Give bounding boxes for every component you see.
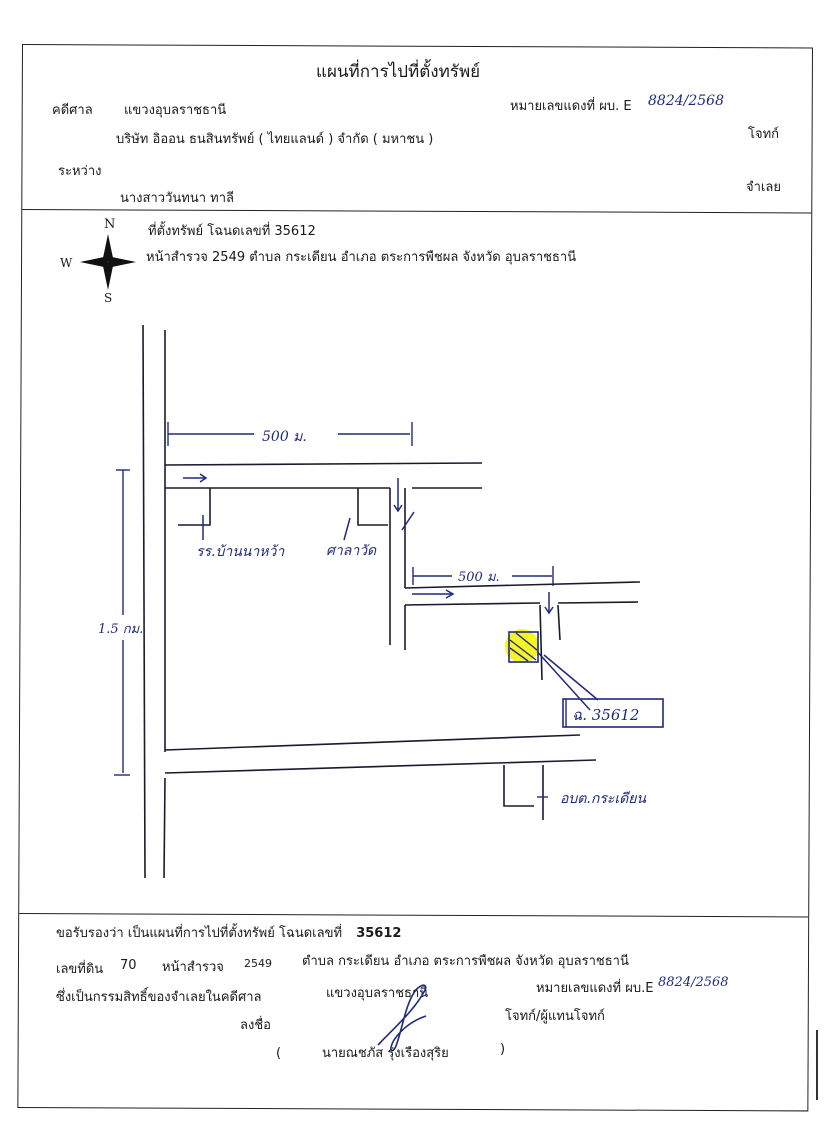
court-label: คดีศาล: [52, 103, 93, 118]
compass-s: S: [104, 291, 113, 305]
cert-red-case-label: หมายเลขแดงที่ ผบ.E: [536, 981, 654, 996]
cert-court-name: แขวงอุบลราชธานี: [326, 986, 429, 1001]
cert-paren-open: (: [276, 1046, 282, 1061]
label-distance-1-5km: 1.5 กม.: [98, 622, 144, 637]
cert-line-1: ขอรับรองว่า เป็นแผนที่การไปที่ตั้งทรัพย์…: [56, 922, 401, 943]
label-distance-500m-mid: 500 ม.: [458, 570, 500, 585]
property-line-1: ที่ตั้งทรัพย์ โฉนดเลขที่ 35612: [148, 224, 316, 239]
defendant-name: นางสาววันทนา ทาลี: [120, 191, 234, 206]
cert-land-no-label: เลขที่ดิน: [56, 962, 104, 977]
cert-signer-role: โจทก์/ผู้แทนโจทก์: [505, 1009, 605, 1024]
label-subdistrict-office: อบต.กระเดียน: [560, 791, 647, 807]
cert-land-no: 70: [120, 958, 137, 973]
cert-survey-no: 2549: [244, 957, 272, 970]
cert-red-case-number: 8824/2568: [658, 975, 729, 990]
label-distance-500m-top: 500 ม.: [262, 429, 307, 445]
label-temple-pavilion: ศาลาวัด: [326, 543, 377, 559]
plaintiff-name: บริษัท อิออน ธนสินทรัพย์ ( ไทยแลนด์ ) จำ…: [116, 132, 434, 147]
cert-deed-number: 35612: [356, 926, 402, 941]
red-case-label: หมายเลขแดงที่ ผบ. E: [510, 99, 632, 114]
cert-prefix: ขอรับรองว่า เป็นแผนที่การไปที่ตั้งทรัพย์…: [56, 926, 343, 941]
court-name: แขวงอุบลราชธานี: [124, 103, 227, 118]
between-label: ระหว่าง: [58, 164, 102, 179]
red-case-number-handwritten: 8824/2568: [648, 93, 724, 109]
property-line-2: หน้าสำรวจ 2549 ตำบล กระเดียน อำเภอ ตระกา…: [146, 250, 577, 265]
cert-location: ตำบล กระเดียน อำเภอ ตระการพืชผล จังหวัด …: [302, 954, 629, 969]
cert-signature-label: ลงชื่อ: [240, 1018, 271, 1033]
cert-paren-close: ): [500, 1042, 506, 1057]
compass-w: W: [60, 256, 73, 270]
cert-signer-name: นายณชภัส รุ่งเรืองสุริย: [322, 1046, 449, 1061]
defendant-role: จำเลย: [746, 180, 781, 195]
certification-divider: [19, 912, 809, 918]
cert-survey-label: หน้าสำรวจ: [162, 960, 224, 975]
plaintiff-role: โจทก์: [748, 127, 780, 142]
header-divider: [22, 209, 812, 214]
cert-ownership: ซึ่งเป็นกรรมสิทธิ์ของจำเลยในคดีศาล: [56, 990, 262, 1005]
label-school: รร.บ้านนาหว้า: [196, 544, 285, 560]
label-deed-number: ฉ. 35612: [572, 706, 640, 724]
page-title: แผนที่การไปที่ตั้งทรัพย์: [316, 62, 481, 82]
compass-n: N: [104, 217, 116, 232]
scan-margin-mark: [816, 1030, 818, 1100]
